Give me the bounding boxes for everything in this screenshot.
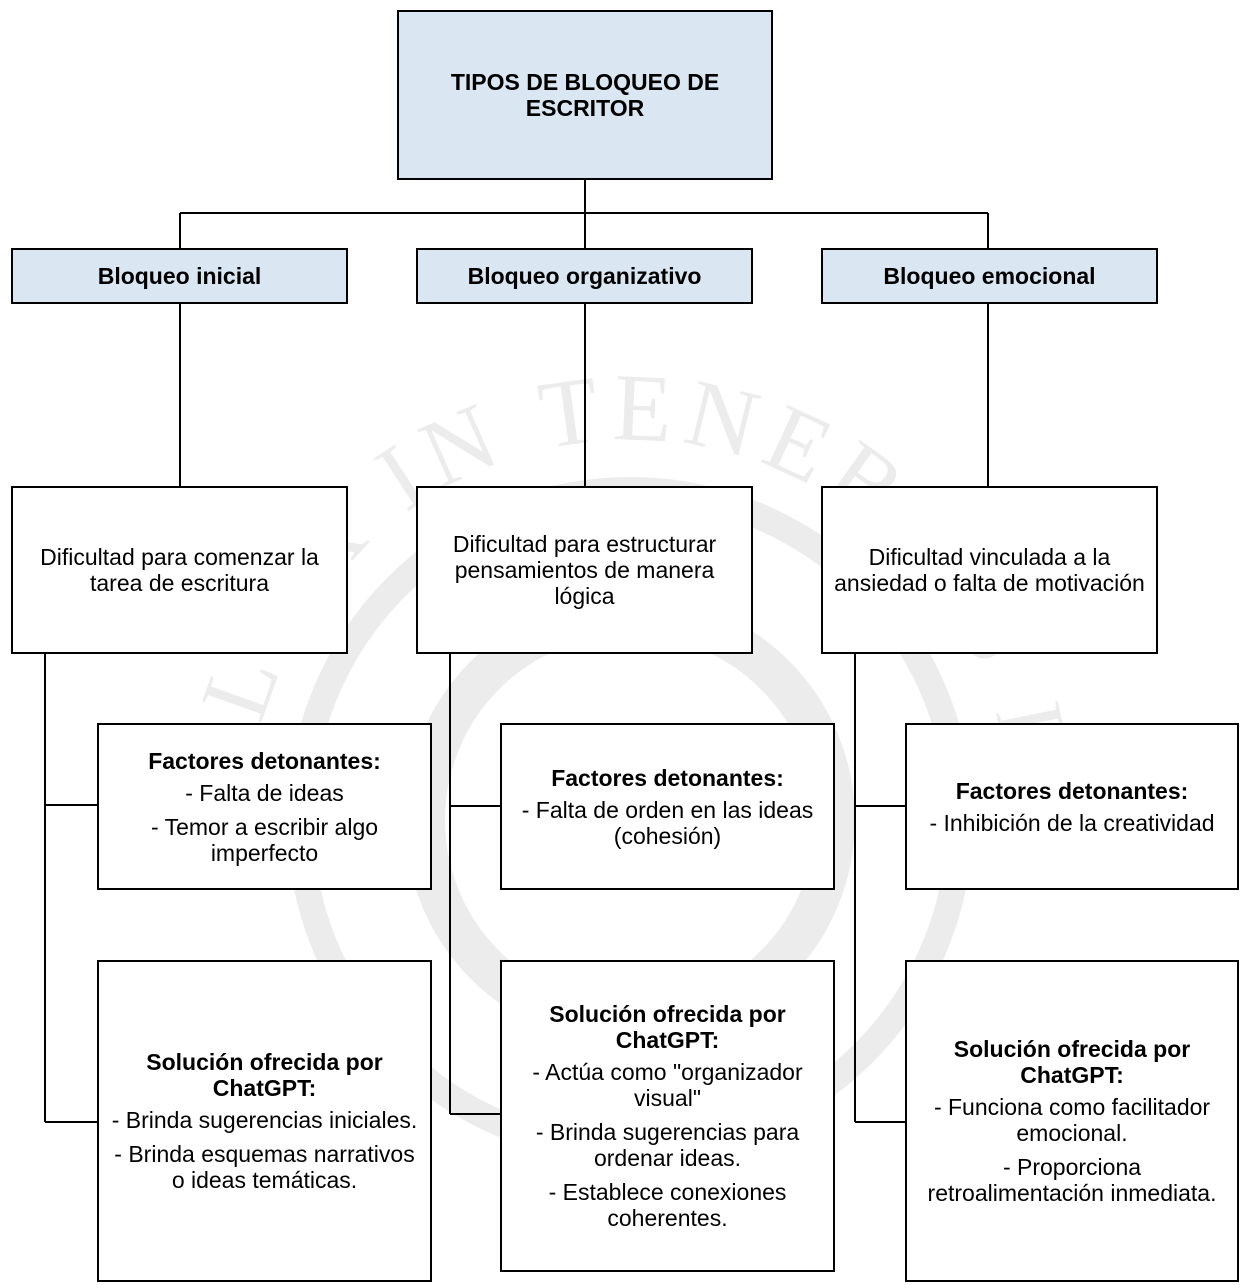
branch-header-emocional: Bloqueo emocional [821, 248, 1158, 304]
solution-item: - Brinda esquemas narrativos o ideas tem… [114, 1141, 415, 1193]
solution-item: - Actúa como "organizador visual" [532, 1059, 803, 1111]
solution-item: - Brinda sugerencias para ordenar ideas. [535, 1119, 800, 1171]
root-box: TIPOS DE BLOQUEO DE ESCRITOR [397, 10, 773, 180]
description-text: Dificultad vinculada a la ansiedad o fal… [834, 544, 1145, 596]
root-title: TIPOS DE BLOQUEO DE ESCRITOR [450, 69, 720, 121]
factors-title: Factores detonantes: [148, 747, 381, 774]
solution-box-inicial: Solución ofrecida por ChatGPT: - Brinda … [97, 960, 432, 1282]
description-box-organizativo: Dificultad para estructurar pensamientos… [416, 486, 753, 654]
solution-item: - Establece conexiones coherentes. [548, 1179, 787, 1231]
factors-box-emocional: Factores detonantes: - Inhibición de la … [905, 723, 1239, 890]
description-text: Dificultad para comenzar la tarea de esc… [40, 544, 319, 596]
solution-box-organizativo: Solución ofrecida por ChatGPT: - Actúa c… [500, 960, 835, 1272]
factors-box-inicial: Factores detonantes: - Falta de ideas - … [97, 723, 432, 890]
factors-box-organizativo: Factores detonantes: - Falta de orden en… [500, 723, 835, 890]
branch-header-inicial: Bloqueo inicial [11, 248, 348, 304]
factors-title: Factores detonantes: [551, 764, 784, 791]
factor-item: - Temor a escribir algo imperfecto [150, 813, 379, 866]
factor-item: - Falta de ideas [185, 779, 344, 806]
solution-item: - Brinda sugerencias iniciales. [111, 1107, 418, 1133]
solution-title: Solución ofrecida por ChatGPT: [146, 1049, 383, 1101]
solution-box-emocional: Solución ofrecida por ChatGPT: - Funcion… [905, 960, 1239, 1282]
branch-label: Bloqueo inicial [97, 263, 262, 289]
solution-item: - Proporciona retroalimentación inmediat… [927, 1154, 1217, 1206]
solution-item: - Funciona como facilitador emocional. [933, 1094, 1211, 1146]
factor-item: - Inhibición de la creatividad [929, 809, 1215, 836]
branch-label: Bloqueo organizativo [467, 263, 702, 289]
description-box-inicial: Dificultad para comenzar la tarea de esc… [11, 486, 348, 654]
branch-header-organizativo: Bloqueo organizativo [416, 248, 753, 304]
solution-title: Solución ofrecida por ChatGPT: [549, 1001, 786, 1053]
description-text: Dificultad para estructurar pensamientos… [452, 531, 717, 609]
factor-item: - Falta de orden en las ideas (cohesión) [521, 796, 814, 849]
description-box-emocional: Dificultad vinculada a la ansiedad o fal… [821, 486, 1158, 654]
factors-title: Factores detonantes: [955, 777, 1189, 804]
branch-label: Bloqueo emocional [883, 263, 1096, 289]
solution-title: Solución ofrecida por ChatGPT: [953, 1036, 1191, 1088]
